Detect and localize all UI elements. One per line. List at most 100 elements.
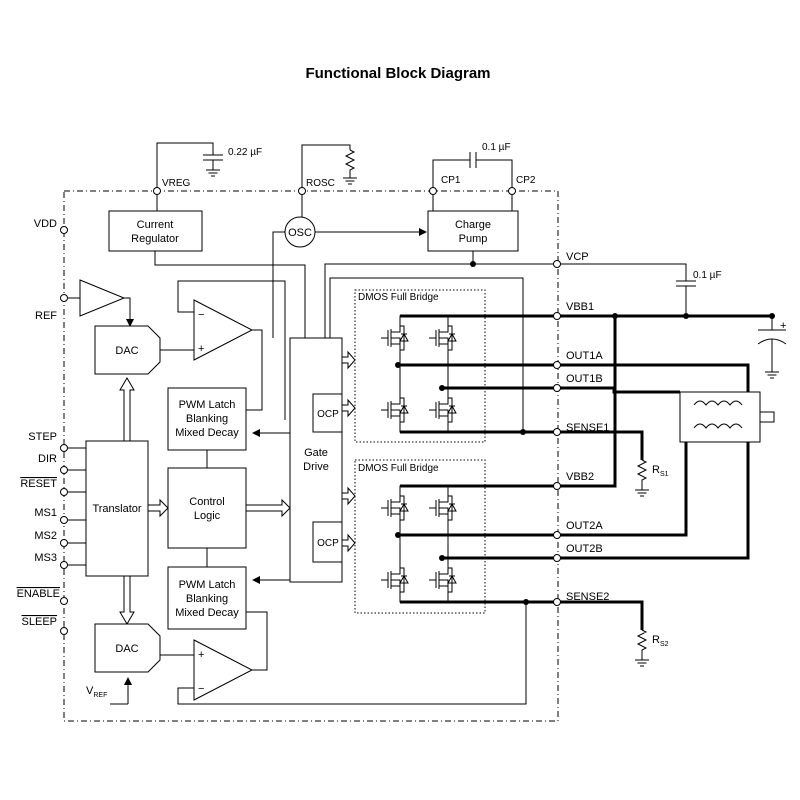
control-logic-line2: Logic <box>194 510 221 522</box>
current-regulator-line1: Current <box>137 219 174 231</box>
pin-step-label: STEP <box>28 431 57 443</box>
gate-drive-arrows <box>342 350 356 553</box>
bridge-top-mosfets <box>380 325 457 423</box>
opamp-bottom <box>193 639 254 701</box>
pin-vbb2 <box>553 482 561 490</box>
pin-rosc <box>298 187 306 195</box>
rs1-label: RS1 <box>652 464 669 478</box>
bridge-bottom-label: DMOS Full Bridge <box>358 463 439 474</box>
vreg-cap-label: 0.22 µF <box>228 147 262 158</box>
pin-vdd-label: VDD <box>34 218 57 230</box>
pin-ref-label: REF <box>35 310 57 322</box>
ocp-top-block <box>312 393 343 433</box>
pwm-bottom-line3: Mixed Decay <box>175 607 239 619</box>
pin-cp1-label: CP1 <box>441 175 461 186</box>
pin-ref <box>60 294 68 302</box>
pwm-top-block <box>167 387 247 451</box>
control-logic-block <box>167 467 247 549</box>
translator-label: Translator <box>92 503 141 515</box>
opamp-top-minus: − <box>198 309 204 321</box>
pin-sense1 <box>553 428 561 436</box>
control-logic-line1: Control <box>189 496 224 508</box>
pin-ms1-label: MS1 <box>34 507 57 519</box>
dac-bottom-label: DAC <box>115 643 138 655</box>
pin-vcp-label: VCP <box>566 251 589 263</box>
pin-vreg <box>153 187 161 195</box>
pin-step: STEP <box>28 431 68 452</box>
current-regulator-line2: Regulator <box>131 233 179 245</box>
vcp-cap-label: 0.1 µF <box>693 270 722 281</box>
ocp-bottom-block <box>312 521 343 563</box>
pin-vbb2-label: VBB2 <box>566 471 594 483</box>
pin-vbb1-label: VBB1 <box>566 301 594 313</box>
vref-label: VREF <box>86 685 107 699</box>
translator-block <box>85 440 149 577</box>
pin-reset-label: RESET <box>20 478 57 490</box>
opamp-top <box>193 299 254 361</box>
pin-sleep-label: SLEEP <box>22 616 57 628</box>
pin-ms3 <box>60 561 68 569</box>
pin-out1a-label: OUT1A <box>566 350 603 362</box>
dac-top-label: DAC <box>115 345 138 357</box>
dac-top-block <box>94 325 161 375</box>
pin-vcp <box>553 260 561 268</box>
pin-out2b <box>553 554 561 562</box>
pin-out2a <box>553 531 561 539</box>
cp-cap-label: 0.1 µF <box>482 142 511 153</box>
ic-boundary <box>63 190 559 722</box>
pwm-top-line2: Blanking <box>186 413 228 425</box>
pin-sense1-label: SENSE1 <box>566 422 609 434</box>
gate-drive-line1: Gate <box>304 447 328 459</box>
opamp-top-plus: + <box>198 343 204 355</box>
bridge-bottom-mosfets <box>380 495 457 593</box>
ocp-top-label: OCP <box>317 409 339 420</box>
supply-cap-plus: + <box>780 320 786 332</box>
pin-dir-label: DIR <box>38 453 57 465</box>
pin-rosc-label: ROSC <box>306 178 335 189</box>
charge-pump-line2: Pump <box>459 233 488 245</box>
pin-reset <box>60 488 68 496</box>
pin-vdd <box>60 226 68 234</box>
opamp-bottom-minus: − <box>198 683 204 695</box>
current-regulator-block <box>108 210 203 252</box>
pin-out2a-label: OUT2A <box>566 520 603 532</box>
pin-vbb1 <box>553 312 561 320</box>
pwm-bottom-line1: PWM Latch <box>179 579 236 591</box>
gate-drive-line2: Drive <box>303 461 329 473</box>
pin-out1b <box>553 384 561 392</box>
ref-buffer <box>79 279 126 317</box>
pin-ms2 <box>60 539 68 547</box>
opamp-bottom-plus: + <box>198 649 204 661</box>
pin-sense2 <box>553 598 561 606</box>
pin-sense2-label: SENSE2 <box>566 591 609 603</box>
pin-ms3-label: MS3 <box>34 552 57 564</box>
dac-bottom-block <box>94 623 161 673</box>
pwm-bottom-block <box>167 566 247 630</box>
ocp-bottom-label: OCP <box>317 538 339 549</box>
pwm-bottom-line2: Blanking <box>186 593 228 605</box>
diagram-title: Functional Block Diagram <box>305 65 490 82</box>
pin-out1b-label: OUT1B <box>566 373 603 385</box>
rs2-label: RS2 <box>652 634 669 648</box>
bridge-top-label: DMOS Full Bridge <box>358 292 439 303</box>
charge-pump-line1: Charge <box>455 219 491 231</box>
stepper-motor <box>679 391 775 443</box>
pin-enable-label: ENABLE <box>17 588 60 600</box>
osc-label: OSC <box>288 227 312 239</box>
pwm-top-line1: PWM Latch <box>179 399 236 411</box>
pin-ms1 <box>60 516 68 524</box>
pin-ms2-label: MS2 <box>34 530 57 542</box>
bridge-top-frame <box>354 289 486 443</box>
pin-out2b-label: OUT2B <box>566 543 603 555</box>
pin-cp1 <box>429 187 437 195</box>
pin-dir <box>60 466 68 474</box>
charge-pump-block <box>427 210 519 252</box>
pwm-top-line3: Mixed Decay <box>175 427 239 439</box>
pin-cp2-label: CP2 <box>516 175 536 186</box>
pin-out1a <box>553 361 561 369</box>
pin-enable <box>60 597 68 605</box>
pin-cp2 <box>508 187 516 195</box>
pin-vreg-label: VREG <box>162 178 191 189</box>
pin-sleep <box>60 627 68 635</box>
